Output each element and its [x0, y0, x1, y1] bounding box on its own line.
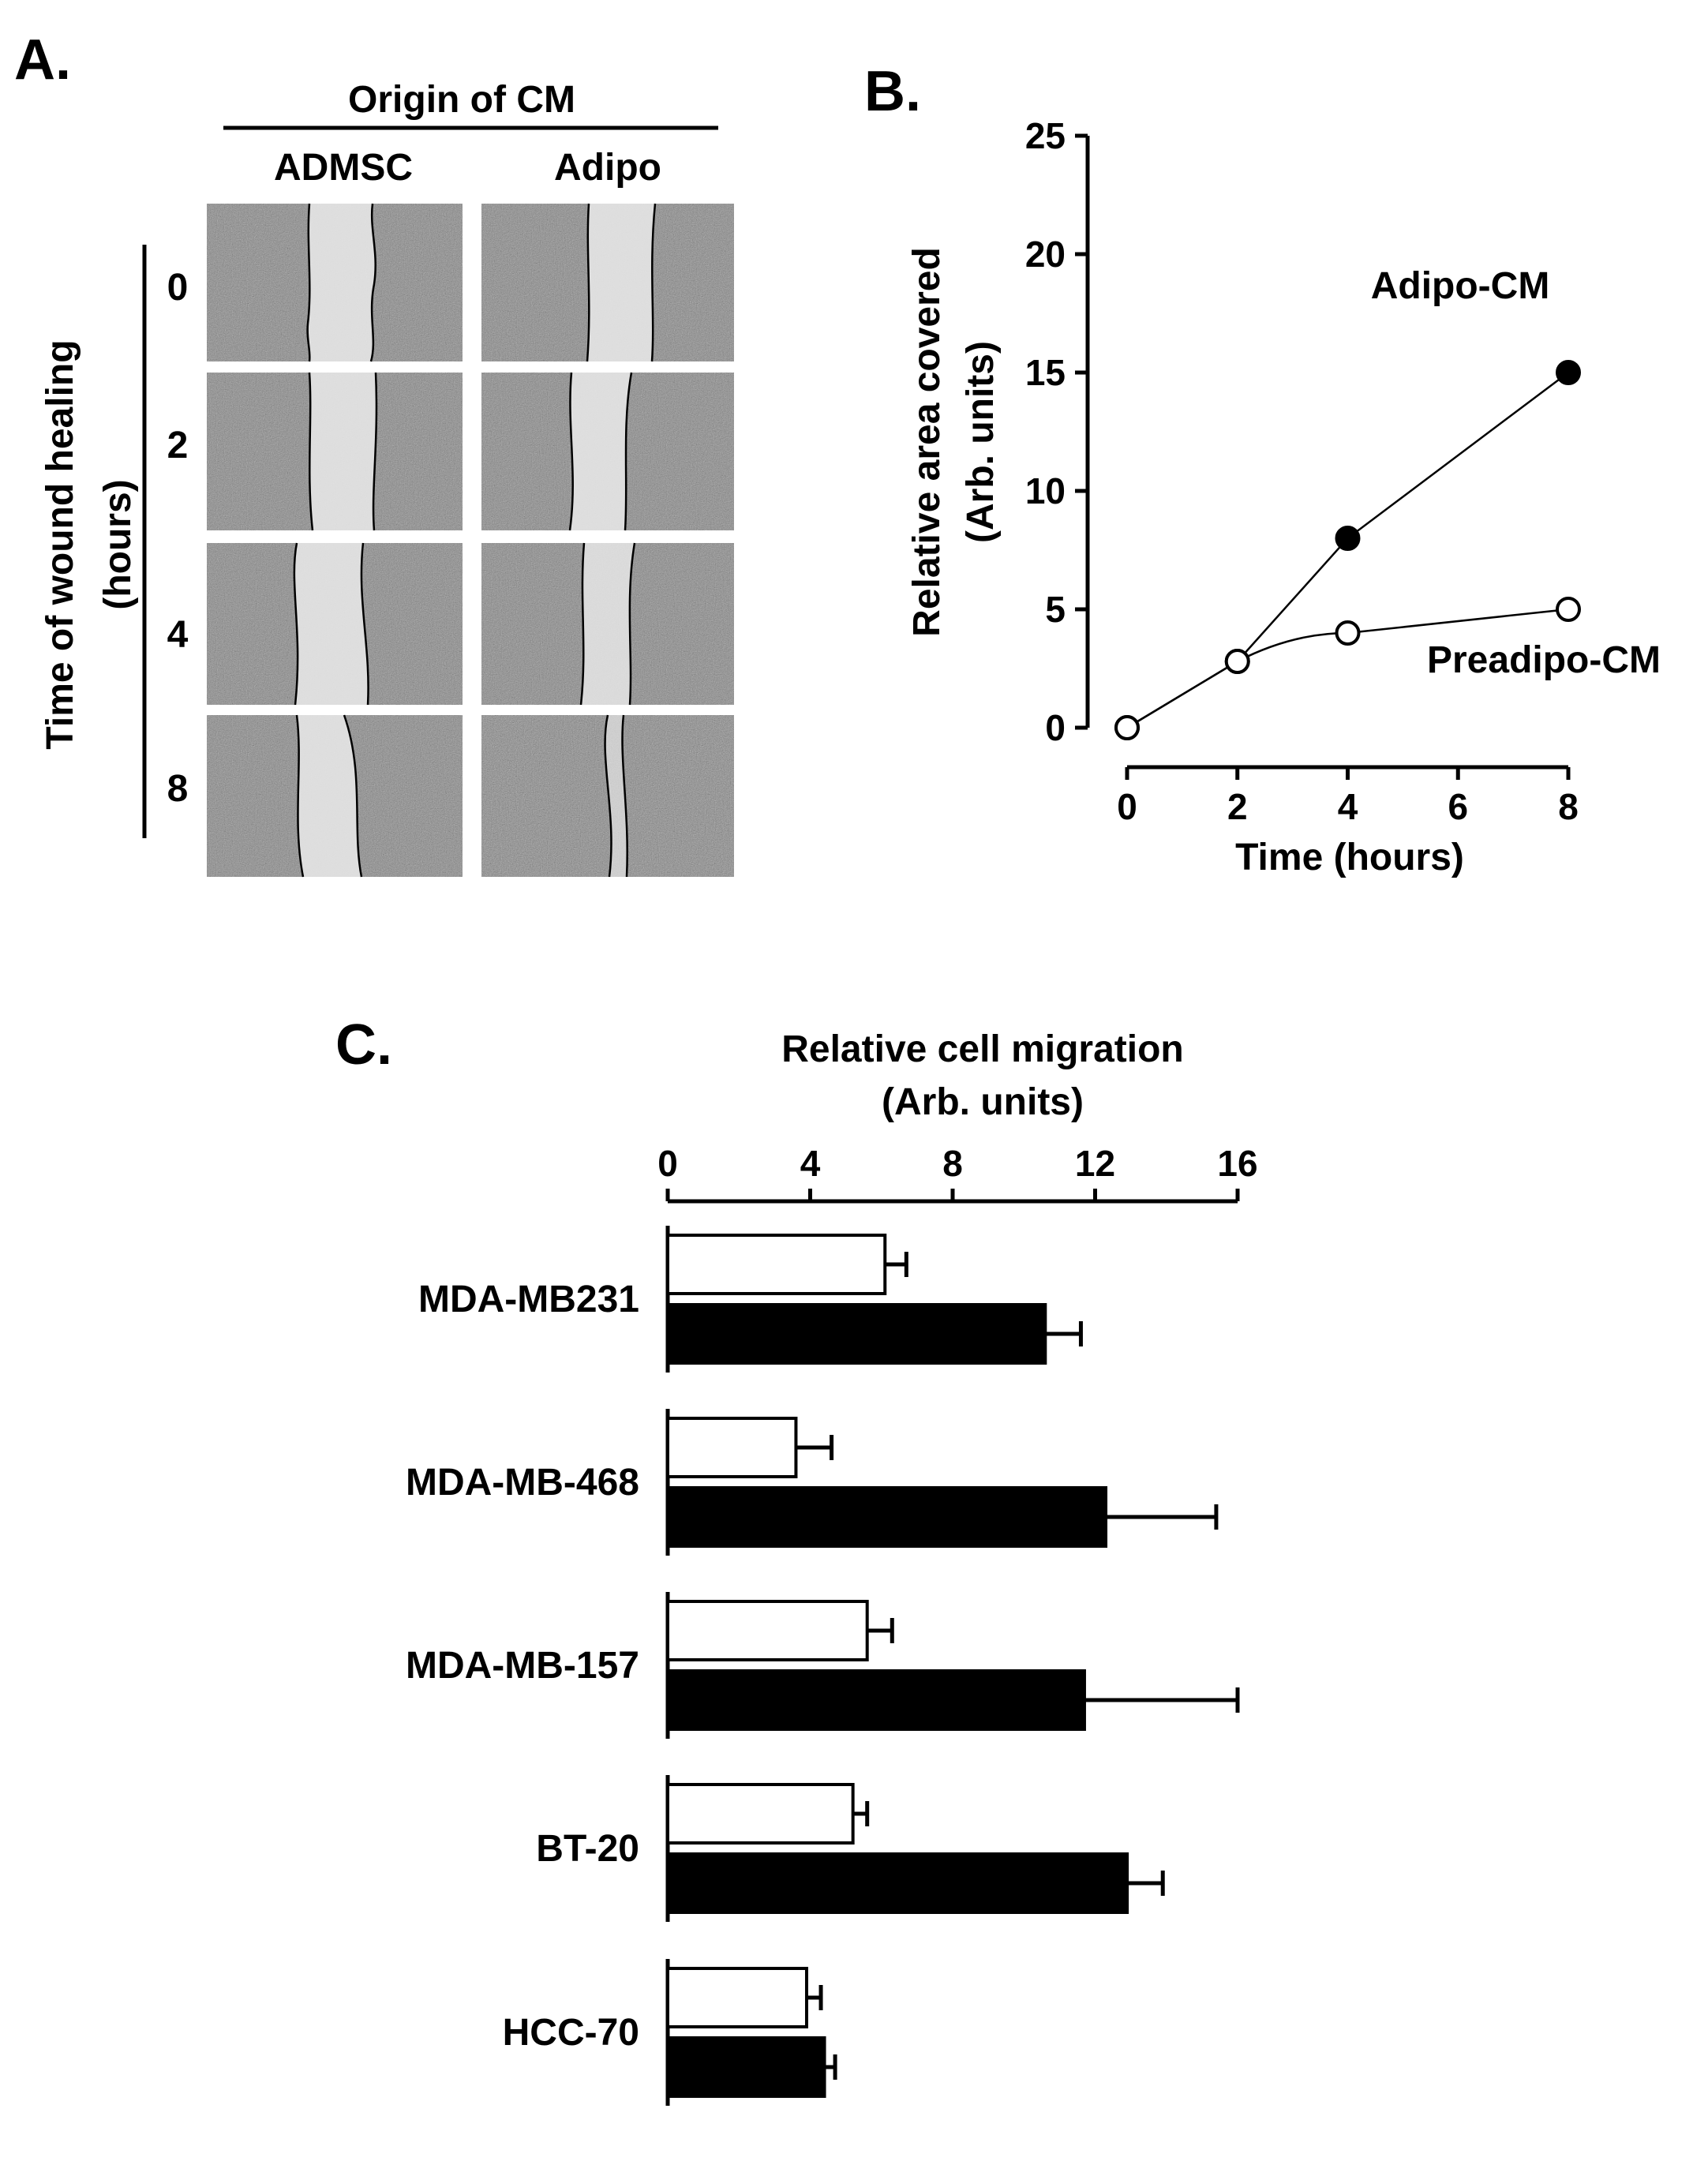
- panel-c-x-tick-label: 0: [657, 1143, 678, 1184]
- panel-c-xlabel: Relative cell migration: [781, 1028, 1184, 1070]
- panel-b-letter: B.: [864, 60, 921, 123]
- row-label-0: 0: [167, 267, 189, 309]
- panel-b-x-tick-label: 8: [1558, 786, 1579, 827]
- column-label-adipo: Adipo: [554, 147, 661, 189]
- panel-b-x-tick-label: 2: [1227, 786, 1248, 827]
- panel-b-y-tick-label: 20: [1025, 234, 1066, 275]
- panel-b-markers: [1114, 360, 1581, 740]
- filled-data-point: [1335, 526, 1361, 551]
- panel-b-ylabel-unit: (Arb. units): [960, 341, 1002, 543]
- panel-c-x-tick-label: 8: [942, 1143, 963, 1184]
- panel-b-y-tick-label: 25: [1025, 115, 1066, 156]
- origin-of-cm-header: Origin of CM: [348, 79, 575, 121]
- series-line-1: [1126, 608, 1569, 729]
- panel-b-series-lines: [1126, 372, 1569, 729]
- micrograph-adipo-0h: [481, 203, 734, 362]
- open-data-point: [1556, 597, 1581, 622]
- row-label-2: 2: [167, 425, 189, 466]
- open-data-point: [1114, 715, 1140, 740]
- open-bar: [666, 1234, 887, 1295]
- panel-b-x-tick-label: 0: [1117, 786, 1137, 827]
- panel-c-letter: C.: [335, 1013, 392, 1077]
- micrograph-admsc-8h: [207, 714, 463, 878]
- filled-bar: [666, 1852, 1129, 1914]
- open-bar: [666, 1967, 808, 2028]
- panel-b-x-tick-label: 6: [1448, 786, 1468, 827]
- series-label-preadipo-cm: Preadipo-CM: [1427, 639, 1661, 681]
- series-label-adipo-cm: Adipo-CM: [1371, 265, 1550, 307]
- panel-b-line-chart: B. 0 5 10 15 20 25 0 2 4 6 8 Relative area covered…: [864, 60, 1661, 878]
- open-bar: [666, 1783, 855, 1845]
- open-data-point: [1335, 620, 1361, 646]
- panel-a-wound-healing-grid: A. Origin of CM ADMSC Adipo Time of woun…: [14, 28, 734, 878]
- micrograph-adipo-2h: [481, 372, 734, 531]
- row-axis-label: Time of wound healing: [39, 339, 81, 749]
- filled-data-point: [1556, 360, 1581, 385]
- panel-b-y-tick-label: 0: [1045, 707, 1066, 748]
- panel-b-y-tick-label: 5: [1045, 589, 1066, 630]
- panel-c-x-tick-label: 4: [800, 1143, 821, 1184]
- panel-c-bars: [666, 1234, 1240, 2098]
- micrograph-adipo-8h: [481, 714, 734, 878]
- category-label: HCC-70: [503, 2012, 639, 2054]
- panel-b-ylabel: Relative area covered: [906, 247, 948, 637]
- category-label: BT-20: [536, 1828, 639, 1870]
- category-label: MDA-MB-468: [406, 1462, 639, 1504]
- micrograph-admsc-2h: [207, 372, 463, 531]
- row-axis-unit: (hours): [97, 479, 139, 609]
- micrograph-adipo-4h: [481, 542, 734, 706]
- panel-c-x-tick-label: 12: [1075, 1143, 1115, 1184]
- micrograph-admsc-4h: [207, 542, 463, 706]
- category-label: MDA-MB-157: [406, 1645, 639, 1687]
- filled-bar: [666, 2036, 826, 2098]
- panel-b-axes: 0 5 10 15 20 25 0 2 4 6 8: [1025, 115, 1579, 827]
- panel-b-x-tick-label: 4: [1338, 786, 1358, 827]
- panel-b-y-tick-label: 15: [1025, 352, 1066, 393]
- filled-bar: [666, 1303, 1047, 1365]
- panel-a-letter: A.: [14, 28, 71, 92]
- filled-bar: [666, 1669, 1086, 1731]
- panel-c-x-tick-label: 16: [1217, 1143, 1257, 1184]
- micrograph-admsc-0h: [207, 203, 463, 362]
- panel-b-xlabel: Time (hours): [1235, 837, 1464, 878]
- open-bar: [666, 1417, 798, 1478]
- panel-c-xlabel-unit: (Arb. units): [882, 1081, 1084, 1123]
- panel-c-bar-chart: C. Relative cell migration (Arb. units) …: [335, 1013, 1258, 2106]
- open-bar: [666, 1600, 869, 1661]
- column-label-admsc: ADMSC: [274, 147, 413, 189]
- filled-bar: [666, 1486, 1108, 1548]
- category-label: MDA-MB231: [418, 1279, 639, 1320]
- panel-b-y-tick-label: 10: [1025, 470, 1066, 511]
- row-label-8: 8: [167, 768, 189, 810]
- row-label-4: 4: [167, 614, 189, 656]
- open-data-point: [1224, 649, 1250, 674]
